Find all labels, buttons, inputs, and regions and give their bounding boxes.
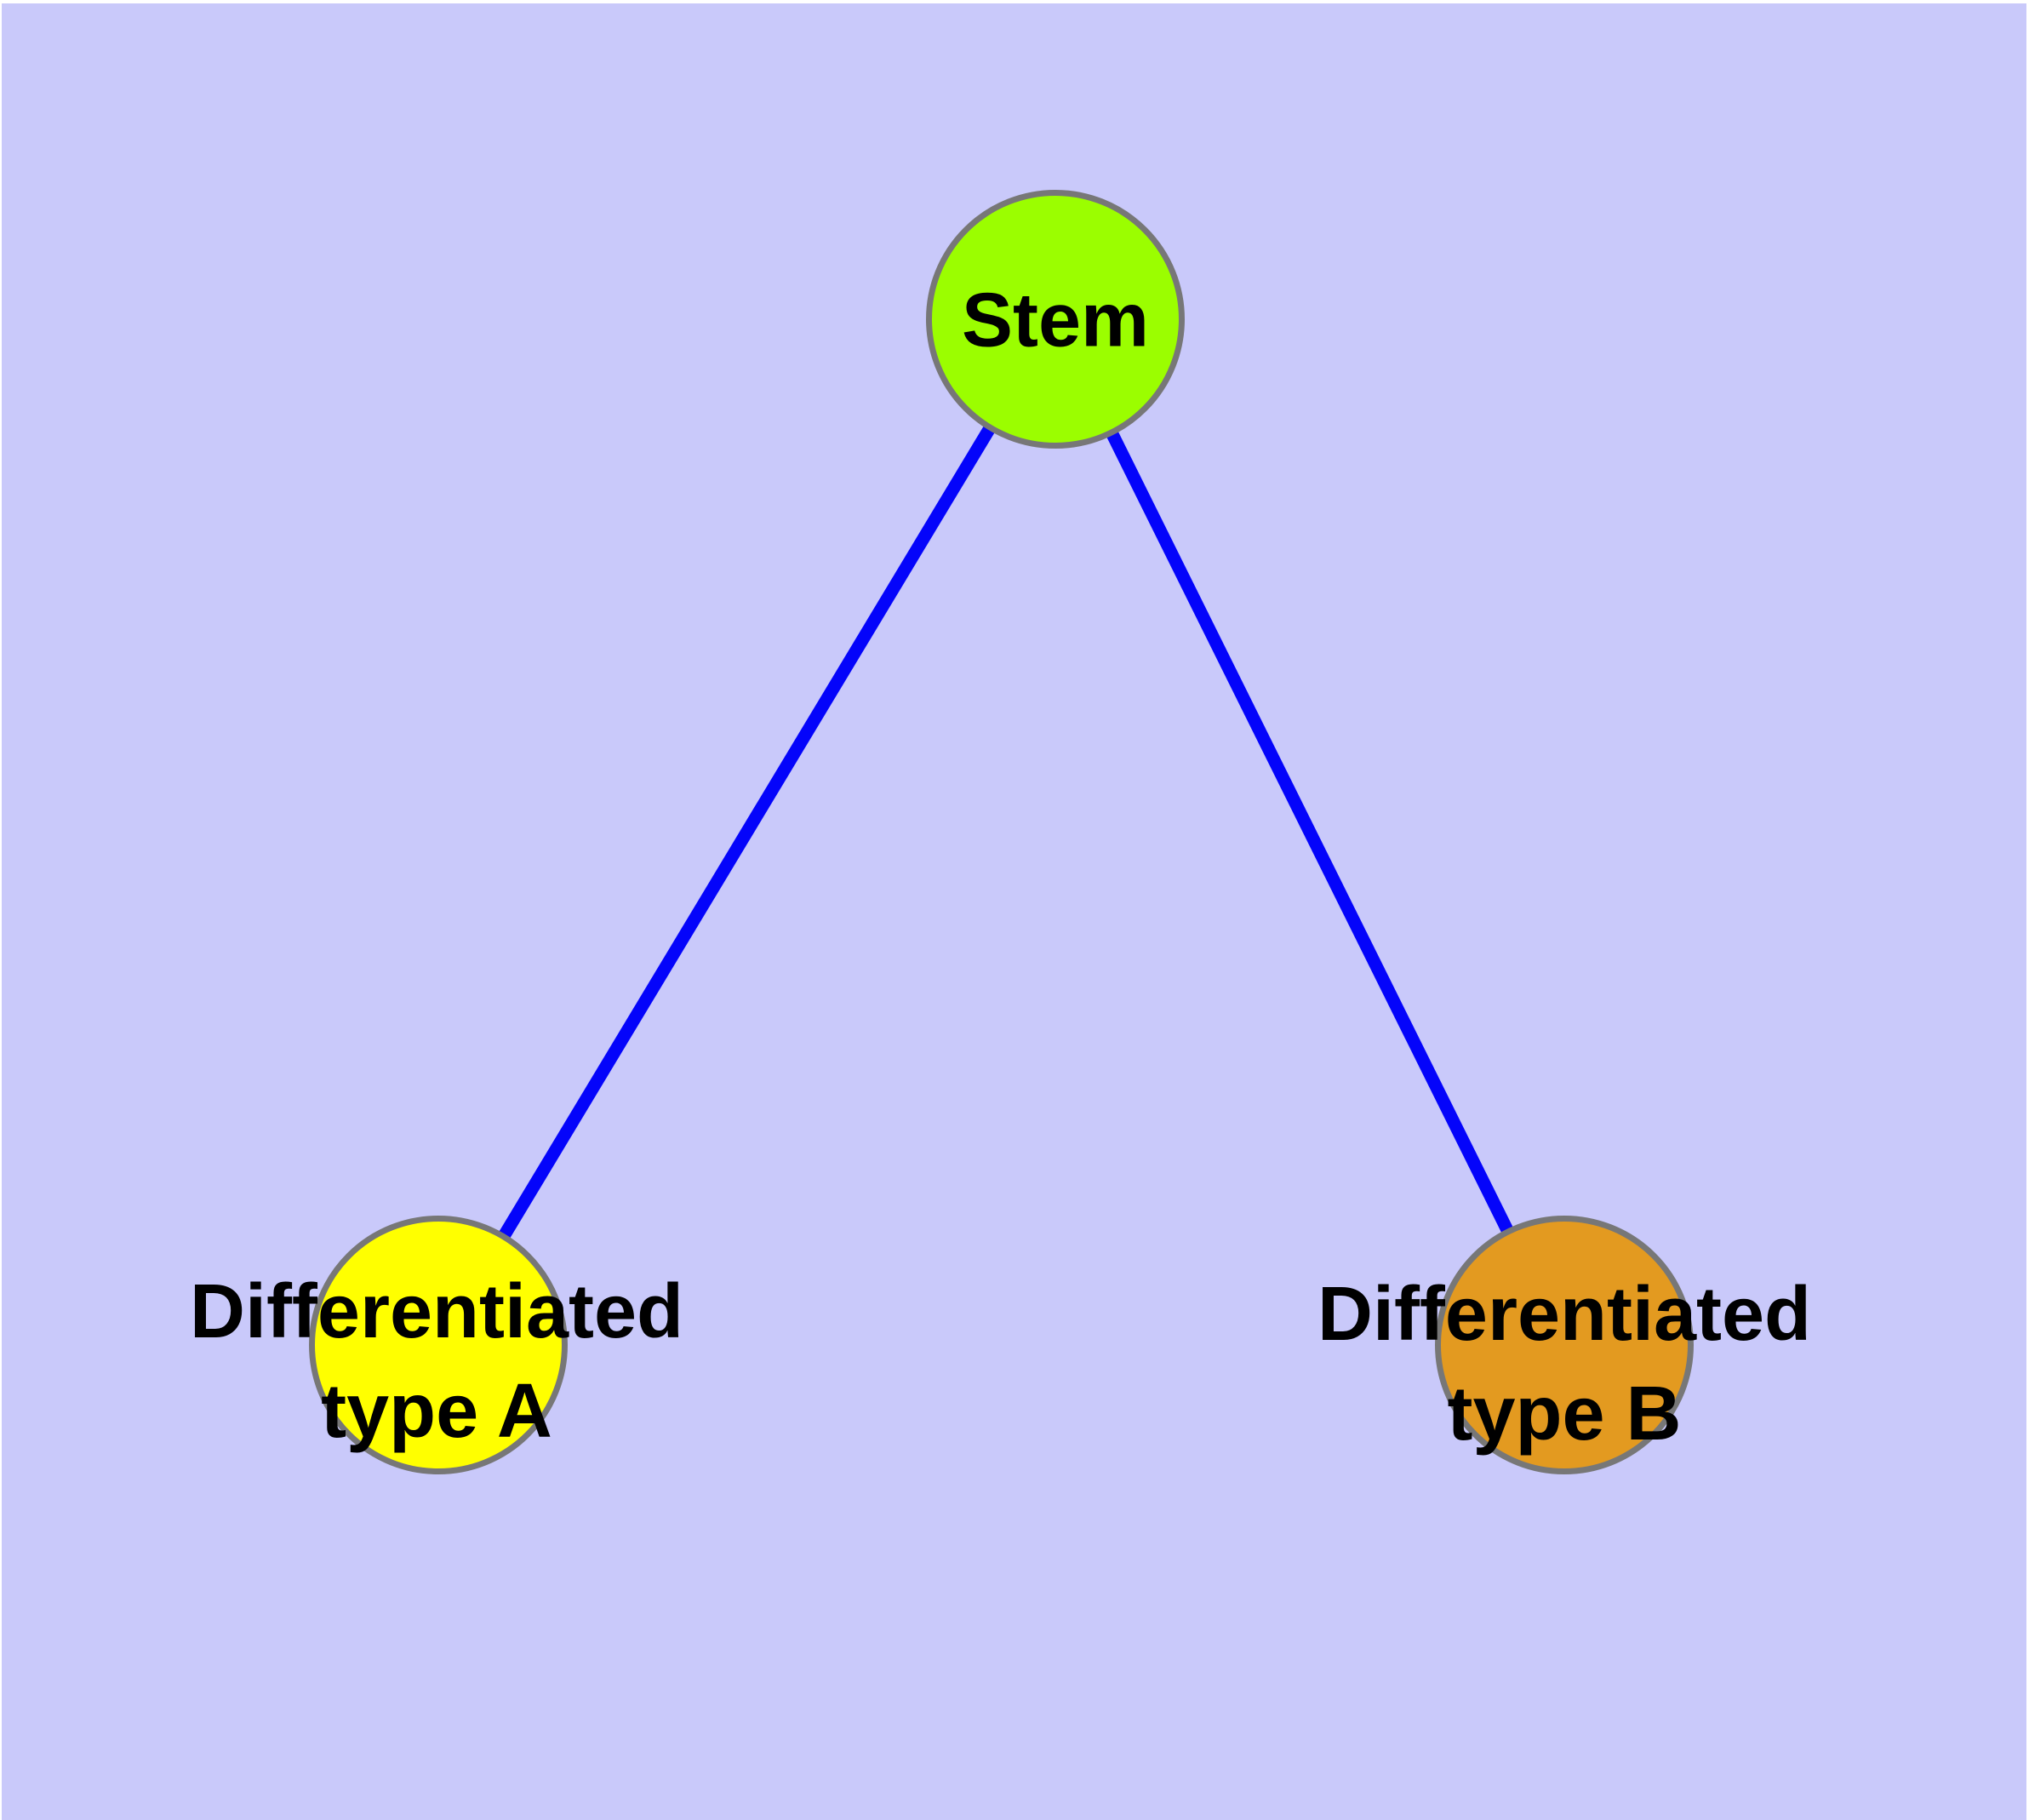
node-type-a-circle — [309, 1216, 568, 1474]
node-stem-circle — [926, 190, 1185, 449]
edge-stem-to-type-a — [432, 316, 1061, 1348]
node-stem-label: Stem — [961, 278, 1150, 363]
node-type-a-label: Differentiated type A — [189, 1269, 684, 1454]
edge-stem-to-type-b — [1049, 316, 1570, 1348]
node-type-b-circle — [1435, 1216, 1694, 1474]
node-type-b-label: Differentiated type B — [1317, 1272, 1812, 1457]
